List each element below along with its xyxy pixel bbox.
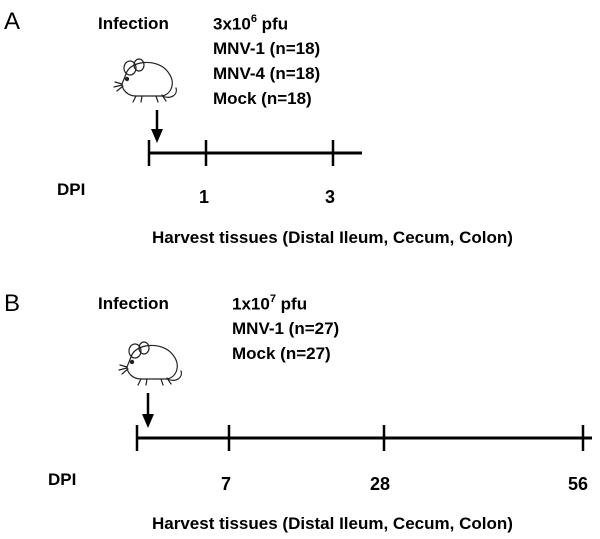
panel-a-dose-exponent: 6 (250, 13, 257, 25)
panel-b-dose: 1x107 pfu (232, 293, 308, 315)
panel-b-tick-label-2: 28 (370, 474, 391, 494)
panel-a-dose-unit: pfu (256, 14, 289, 34)
panel-b-harvest-text: Harvest tissues (Distal Ileum, Cecum, Co… (152, 514, 513, 533)
arrow-down-icon-head (151, 129, 163, 143)
panel-a-infection-label: Infection (98, 14, 169, 33)
panel-b-dose-exponent: 7 (269, 293, 276, 305)
panel-b-tick-label-1: 7 (221, 474, 232, 494)
panel-a-tick-label-2: 3 (325, 187, 336, 207)
panel-a-group-1: MNV-1 (n=18) (213, 39, 321, 58)
panel-b-group-1: MNV-1 (n=27) (232, 319, 340, 338)
panel-b-letter: B (4, 290, 21, 317)
panel-b-dose-unit: pfu (275, 294, 308, 314)
panel-b-axis-label: DPI (48, 470, 77, 489)
mouse-icon (118, 341, 182, 386)
panel-b-dose-prefix: 1x10 (232, 294, 270, 314)
arrow-down-icon-head (142, 414, 154, 428)
panel-b-tick-label-3: 56 (568, 474, 589, 494)
mouse-icon (113, 58, 177, 103)
panel-a-harvest-text: Harvest tissues (Distal Ileum, Cecum, Co… (152, 228, 513, 247)
panel-b-group-2: Mock (n=27) (232, 344, 331, 363)
panel-a-dose-prefix: 3x10 (213, 14, 251, 34)
panel-a-dose: 3x106 pfu (213, 13, 289, 35)
panel-a-group-3: Mock (n=18) (213, 89, 312, 108)
panel-a-group-2: MNV-4 (n=18) (213, 64, 321, 83)
panel-b-timeline (135, 393, 592, 451)
panel-a-timeline (147, 110, 362, 166)
panel-b-infection-label: Infection (98, 294, 169, 313)
panel-a-axis-label: DPI (57, 180, 86, 199)
panel-a-tick-label-1: 1 (199, 187, 210, 207)
panel-a-letter: A (4, 8, 21, 35)
